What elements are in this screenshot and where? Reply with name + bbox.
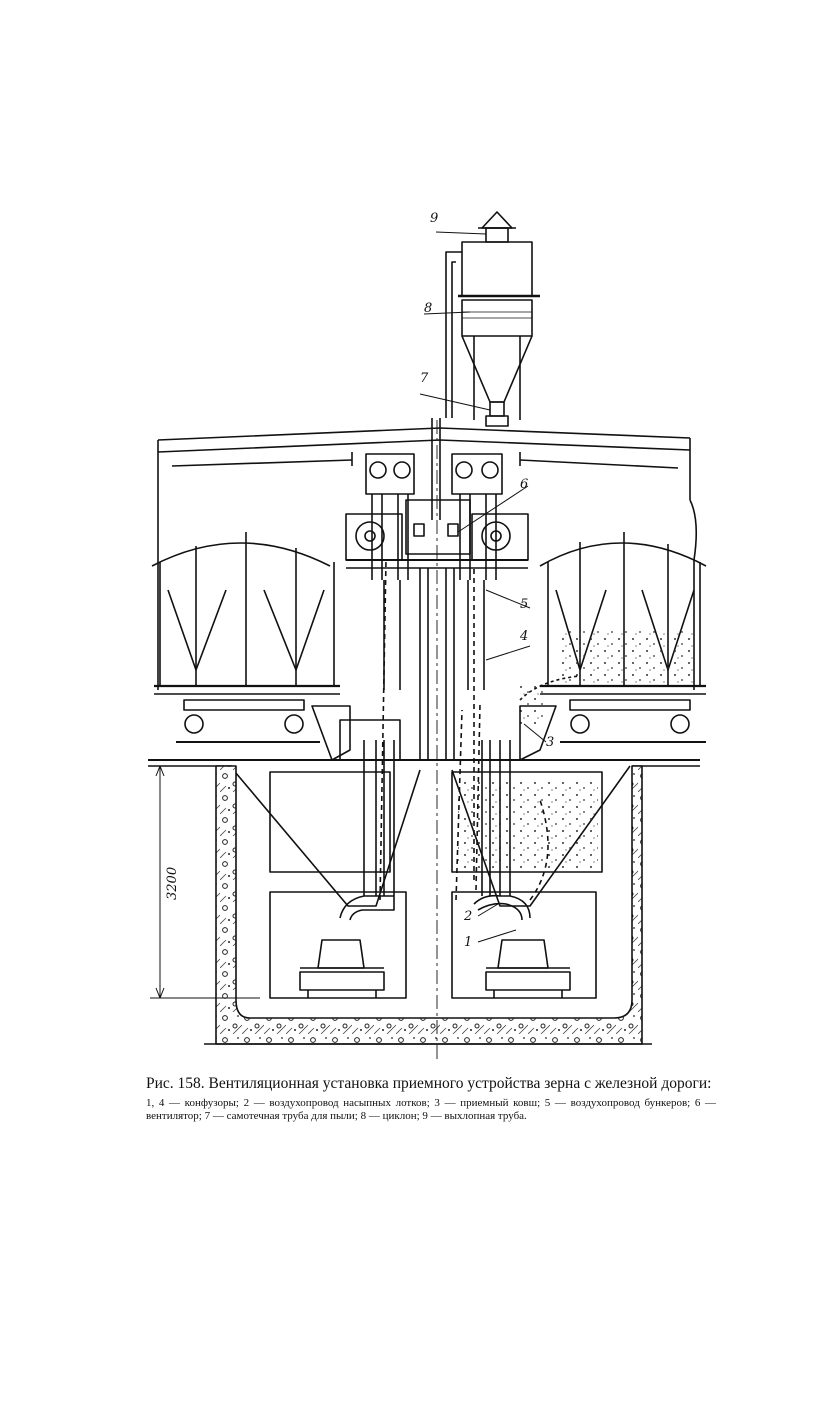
ground-level bbox=[148, 760, 700, 766]
callout-4: 4 bbox=[519, 629, 528, 644]
technical-drawing: 9 8 7 6 5 4 3 2 1 3200 bbox=[0, 0, 814, 1070]
callout-7: 7 bbox=[420, 371, 429, 386]
callout-2: 2 bbox=[463, 909, 472, 924]
callout-9: 9 bbox=[430, 211, 438, 226]
callout-3: 3 bbox=[546, 735, 554, 750]
exhaust-pipe bbox=[478, 212, 516, 242]
basement-conveyors bbox=[270, 892, 596, 998]
fan-duct bbox=[432, 252, 462, 520]
caption-legend: 1, 4 — конфузоры; 2 — воздухопровод насы… bbox=[146, 1097, 716, 1123]
right-hopper-wagon bbox=[540, 532, 706, 742]
cyclone bbox=[458, 242, 540, 426]
figure-caption: Рис. 158. Вентиляционная установка прием… bbox=[146, 1074, 716, 1123]
callout-1: 1 bbox=[464, 935, 472, 950]
central-shaft bbox=[384, 568, 484, 760]
caption-title: Рис. 158. Вентиляционная установка прием… bbox=[146, 1074, 716, 1093]
callout-5: 5 bbox=[520, 597, 528, 612]
callout-6: 6 bbox=[520, 477, 528, 492]
dimension-label: 3200 bbox=[165, 867, 180, 900]
callout-8: 8 bbox=[424, 301, 432, 316]
receiving-hoppers bbox=[230, 706, 630, 906]
left-hopper-wagon bbox=[152, 532, 340, 742]
